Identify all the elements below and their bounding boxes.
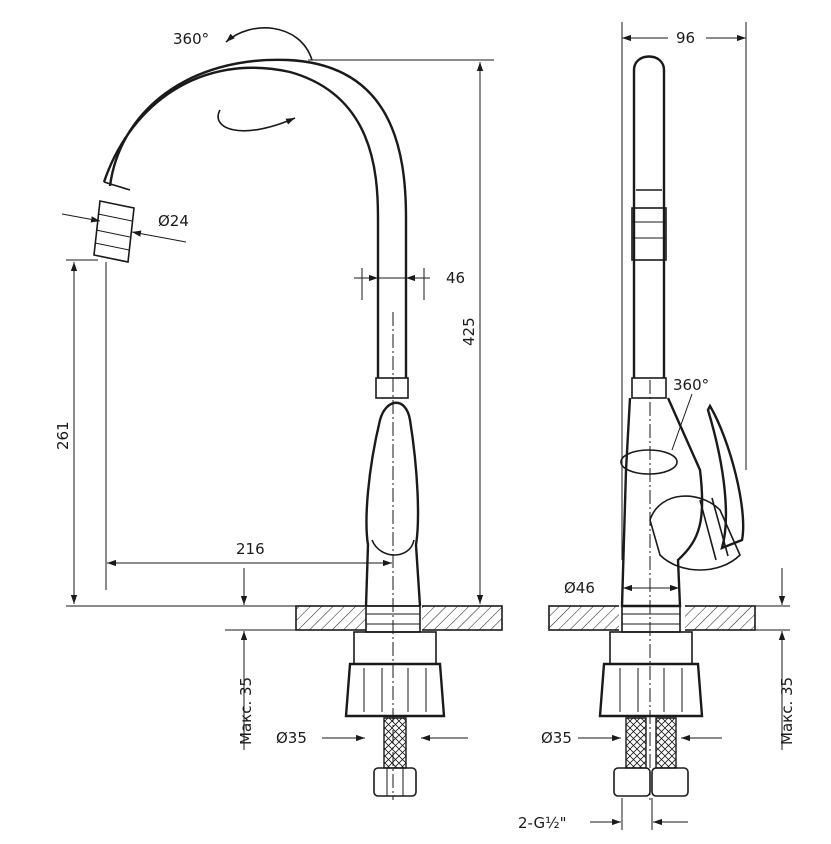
dimension-label-max-thickness-side: Макс. 35 <box>778 677 796 745</box>
dimension-label-hole-side: Ø35 <box>541 729 572 747</box>
dimension-tube-width <box>354 268 430 300</box>
dimension-label-spout-reach: 216 <box>236 540 265 558</box>
rotation-arrow-top <box>217 27 313 132</box>
rotation-label-top: 360° <box>173 30 209 48</box>
side-view: 360° 96 Ø46 <box>518 22 796 832</box>
dimension-label-aerator: Ø24 <box>158 212 189 230</box>
dimension-label-tube-width: 46 <box>446 269 465 287</box>
dimension-overall-depth <box>621 22 747 560</box>
dimension-spout-height <box>66 259 107 604</box>
mounting-assembly-front <box>344 605 446 797</box>
mounting-assembly-side <box>598 605 704 797</box>
dimension-label-base-diameter: Ø46 <box>564 579 595 597</box>
leader-body-rotation <box>671 393 693 451</box>
dimension-hose-connection <box>590 798 688 830</box>
dimension-aerator-diameter <box>61 213 187 243</box>
countertop-front <box>66 604 503 632</box>
dimension-label-hole-front: Ø35 <box>276 729 307 747</box>
dimension-label-hose: 2-G½" <box>518 814 567 832</box>
countertop-side <box>548 604 790 632</box>
front-view: 360° Ø24 46 425 261 <box>54 27 503 800</box>
dimension-label-depth: 96 <box>676 29 695 47</box>
spout-gooseneck <box>93 58 408 378</box>
spout-side <box>631 55 667 399</box>
dimension-label-max-thickness-front: Макс. 35 <box>237 677 255 745</box>
rotation-label-side: 360° <box>673 376 709 394</box>
dimension-label-total-height: 425 <box>460 317 478 346</box>
dimension-total-height <box>308 59 494 604</box>
faucet-body-side <box>620 397 745 608</box>
dimension-label-spout-height: 261 <box>54 421 72 450</box>
